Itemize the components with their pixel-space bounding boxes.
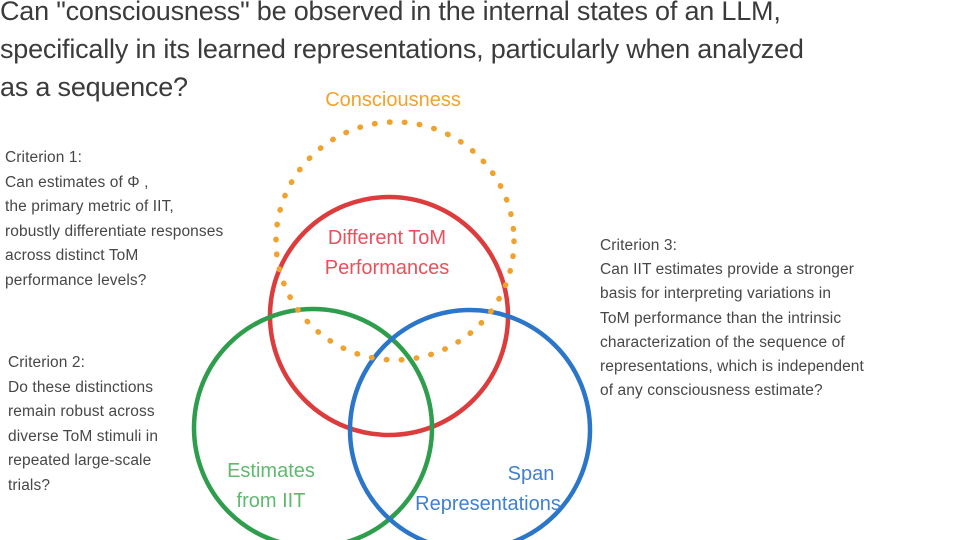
span-representations-circle	[347, 307, 593, 540]
iit-estimates-label-line1: Estimates	[227, 460, 315, 482]
tom-performances-label-line1: Different ToM	[327, 227, 447, 249]
criterion-2-text: Criterion 2: Do these distinctions remai…	[8, 354, 159, 494]
page-title: Can "consciousness" be observed in the i…	[0, 0, 804, 102]
consciousness-label: Consciousness	[325, 89, 461, 111]
consciousness-dotted-circle	[273, 119, 517, 363]
span-representations-label-line2: Representations	[415, 493, 561, 515]
criterion-3-text: Criterion 3: Can IIT estimates provide a…	[600, 237, 864, 400]
tom-performances-label-line2: Performances	[324, 257, 450, 279]
span-representations-label-line1: Span	[507, 463, 555, 485]
iit-estimates-circle	[191, 306, 435, 540]
iit-estimates-label: Estimates from IIT	[171, 456, 371, 516]
iit-estimates-label-line2: from IIT	[236, 490, 306, 512]
tom-performances-label: Different ToM Performances	[287, 223, 487, 283]
criterion-1-text: Criterion 1: Can estimates of Φ , the pr…	[5, 149, 224, 289]
